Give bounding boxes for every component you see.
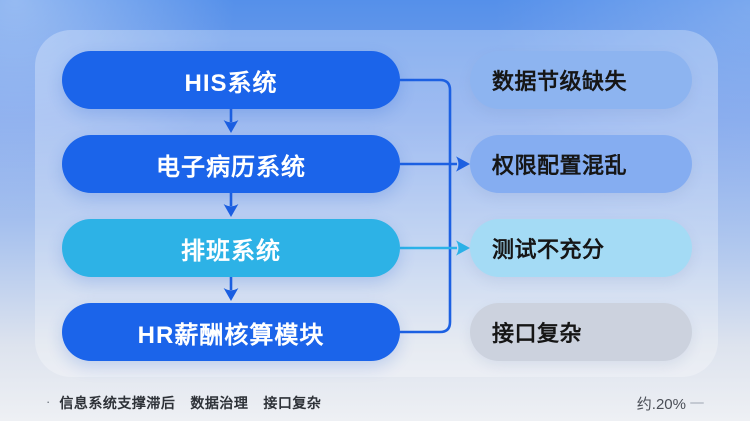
issue-box-insufficient-testing: 测试不充分 bbox=[470, 219, 692, 277]
issue-box-permission-chaos: 权限配置混乱 bbox=[470, 135, 692, 193]
footer-keyword: 信息系统支撑滞后 bbox=[59, 395, 176, 411]
system-label: 电子病历系统 bbox=[156, 153, 306, 181]
footer-keyword: 接口复杂 bbox=[263, 395, 322, 411]
issue-label: 接口复杂 bbox=[492, 321, 583, 346]
footer-stat: 约.20% bbox=[637, 393, 704, 414]
footer-keyword: 数据治理 bbox=[190, 395, 249, 411]
system-label: HR薪酬核算模块 bbox=[137, 321, 325, 349]
system-box-hr-payroll: HR薪酬核算模块 bbox=[62, 303, 400, 361]
issue-label: 权限配置混乱 bbox=[492, 153, 628, 178]
system-label: 排班系统 bbox=[181, 237, 281, 265]
system-label: HIS系统 bbox=[184, 69, 278, 97]
system-box-emr: 电子病历系统 bbox=[62, 135, 400, 193]
issue-label: 测试不充分 bbox=[492, 237, 605, 262]
footer-keywords: · 信息系统支撑滞后 数据治理 接口复杂 bbox=[46, 393, 321, 413]
footer-stat-value: 约.20% bbox=[636, 395, 686, 413]
system-box-scheduling: 排班系统 bbox=[62, 219, 400, 277]
footer-bullet: · bbox=[46, 393, 51, 409]
footer-dash bbox=[690, 402, 704, 404]
issue-box-complex-interface: 接口复杂 bbox=[470, 303, 692, 361]
issue-label: 数据节级缺失 bbox=[492, 69, 628, 94]
footer-bar: · 信息系统支撑滞后 数据治理 接口复杂 约.20% bbox=[46, 391, 704, 415]
issue-box-data-missing: 数据节级缺失 bbox=[470, 51, 692, 109]
system-box-his: HIS系统 bbox=[62, 51, 400, 109]
